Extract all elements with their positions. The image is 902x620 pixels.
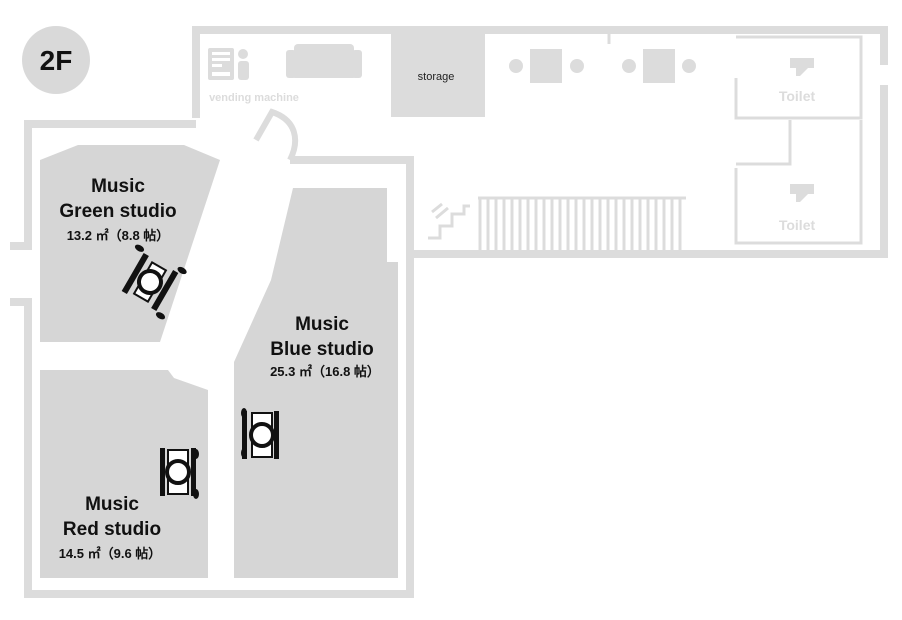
drum-kit-icon xyxy=(241,408,279,459)
blue-studio-name-line2: Blue studio xyxy=(270,339,373,360)
green-studio-labels: Music Green studio 13.2 ㎡（8.8 帖） xyxy=(59,176,176,243)
red-studio-labels: Music Red studio 14.5 ㎡（9.6 帖） xyxy=(59,494,162,561)
floor-label: 2F xyxy=(40,45,73,76)
sofa-icon xyxy=(286,44,362,78)
red-studio-name-line1: Music xyxy=(85,494,139,515)
drum-kit-icon xyxy=(160,448,199,499)
blue-studio-room[interactable] xyxy=(234,188,398,578)
toilet-bottom: Toilet xyxy=(779,184,816,233)
blue-studio-labels: Music Blue studio 25.3 ㎡（16.8 帖） xyxy=(270,314,380,379)
vending-machine-label: vending machine xyxy=(209,92,299,104)
stairs-icon xyxy=(428,196,686,250)
storage-label: storage xyxy=(418,71,455,83)
red-studio-room[interactable] xyxy=(40,370,208,578)
upper-wing-walls xyxy=(192,26,888,258)
green-studio-area: 13.2 ㎡（8.8 帖） xyxy=(67,228,170,243)
vending-machine-icon xyxy=(208,48,249,80)
green-studio-name-line1: Music xyxy=(91,176,145,197)
toilet-top: Toilet xyxy=(779,58,816,104)
table-with-chairs-icon xyxy=(622,49,696,83)
floor-badge: 2F xyxy=(22,26,90,94)
green-studio-name-line2: Green studio xyxy=(59,201,176,222)
toilet-icon xyxy=(790,184,814,202)
red-studio-name-line2: Red studio xyxy=(63,519,161,540)
toilet-label: Toilet xyxy=(779,217,816,233)
green-studio-room[interactable] xyxy=(40,145,220,342)
blue-studio-area: 25.3 ㎡（16.8 帖） xyxy=(270,364,380,379)
toilet-label: Toilet xyxy=(779,88,816,104)
toilet-icon xyxy=(790,58,814,76)
studio-wing-walls xyxy=(10,108,414,598)
blue-studio-name-line1: Music xyxy=(295,314,349,335)
red-studio-area: 14.5 ㎡（9.6 帖） xyxy=(59,546,162,561)
drum-kit-icon xyxy=(121,244,187,320)
table-with-chairs-icon xyxy=(509,49,584,83)
